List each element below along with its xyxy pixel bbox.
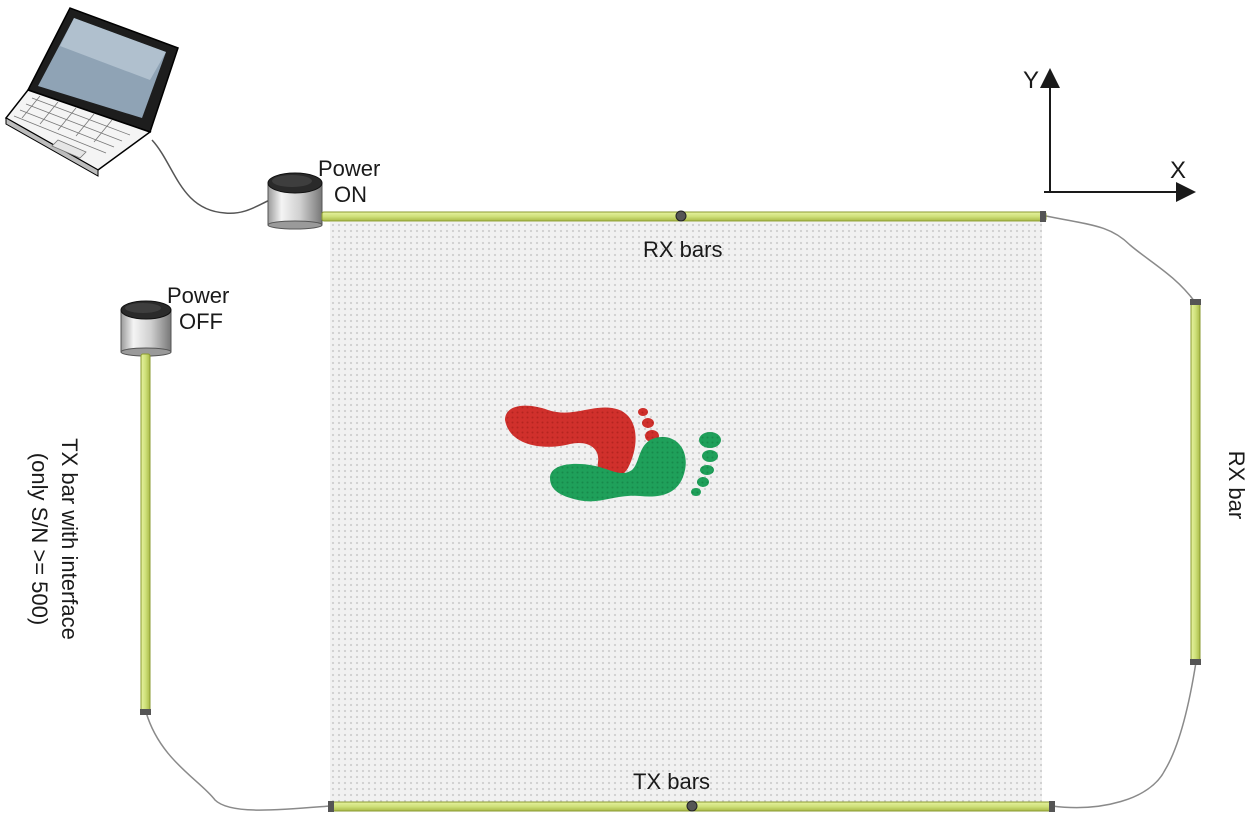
cable-right-bottom [1051,661,1197,809]
tx-bar-left-label: TX bar with interface (only S/N >= 500) [20,379,84,699]
rx-bars-top-label: RX bars [643,237,723,262]
footprint-icon [550,432,721,502]
tx-bars-bottom-label: TX bars [633,769,711,794]
power-off-line1: Power [167,283,230,308]
tx-bar-left-line1: TX bar with interface [57,438,82,640]
rx-bar-right-label: RX bar [1224,450,1249,520]
floor-area [330,222,1042,806]
rx-bars-top [321,210,1047,222]
tx-bar-left [140,353,151,715]
axis-y-label: Y [1023,67,1040,94]
power-on-line2: ON [334,182,367,207]
power-off-label: Power OFF [167,283,229,335]
laptop-cable [151,139,271,214]
rx-bar-right [1190,299,1201,665]
power-unit-icon [267,172,323,230]
tx-bar-left-line2: (only S/N >= 500) [27,452,52,626]
power-off-line2: OFF [179,309,223,334]
axis-arrow-icon [1040,68,1196,202]
cable-left-bottom [145,711,331,811]
power-on-line1: Power [318,156,381,181]
laptop-icon [4,7,179,177]
cable-top-right [1045,215,1196,303]
axis-x-label: X [1170,157,1187,184]
power-unit-icon [120,300,172,357]
power-on-label: Power ON [318,156,380,208]
tx-bars-bottom [328,800,1055,812]
